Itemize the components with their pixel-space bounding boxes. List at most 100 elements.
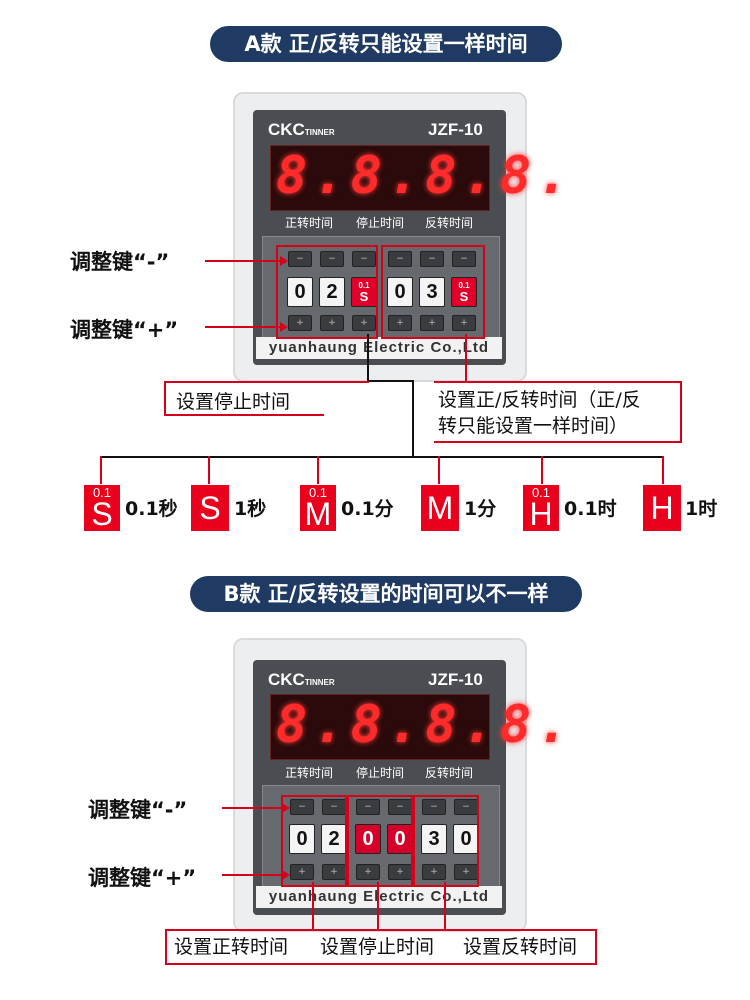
section-a-title: A款 正/反转只能设置一样时间 (210, 26, 562, 62)
plus-pointer-arrow (282, 870, 290, 880)
key-minus-label: 调整键“-” (88, 798, 188, 822)
forward-connector (312, 882, 314, 930)
minus-pointer-line (205, 260, 283, 262)
unit-label-1h: 1时 (685, 498, 718, 520)
reverse-connector (444, 882, 446, 930)
device-a-display (270, 145, 490, 211)
plus-button[interactable]: + (388, 864, 412, 880)
unit-bus-line (100, 456, 664, 458)
minus-pointer-line (222, 807, 284, 809)
device-b-display (270, 694, 490, 760)
plus-button[interactable]: + (388, 315, 412, 331)
device-b-label-stop: 停止时间 (356, 766, 405, 780)
minus-button[interactable]: − (290, 799, 314, 815)
minus-button[interactable]: − (454, 799, 478, 815)
digit-wheel[interactable]: 3 (419, 277, 445, 307)
stop-caption-connector (164, 381, 369, 383)
device-b-maker: yuanhaung Electric Co.,Ltd (256, 886, 502, 908)
digit-wheel[interactable]: 2 (321, 824, 347, 854)
reverse-time-highlight (413, 795, 479, 887)
minus-button[interactable]: − (452, 251, 476, 267)
caption-bar-right (595, 929, 597, 965)
device-a-digits: 8.8.8.8. (276, 146, 575, 206)
digit-wheel[interactable]: 2 (319, 277, 345, 307)
device-a-label-forward: 正转时间 (285, 216, 334, 230)
plus-button[interactable]: + (422, 864, 446, 880)
plus-button[interactable]: + (452, 315, 476, 331)
unit-drop-line (662, 456, 664, 484)
minus-button[interactable]: − (388, 251, 412, 267)
stop-time-highlight (276, 245, 378, 339)
device-b-model: JZF-10 (428, 670, 483, 689)
minus-button[interactable]: − (320, 251, 344, 267)
plus-button[interactable]: + (288, 315, 312, 331)
caption-bar-top (165, 929, 597, 931)
device-b-label-reverse: 反转时间 (425, 766, 474, 780)
digit-wheel[interactable]: 0 (355, 824, 381, 854)
device-a-label-stop: 停止时间 (356, 216, 405, 230)
caption-stop-time: 设置停止时间 (320, 936, 435, 958)
unit-drop-line (438, 456, 440, 484)
device-a-maker: yuanhaung Electric Co.,Ltd (256, 337, 502, 359)
digit-wheel[interactable]: 3 (421, 824, 447, 854)
minus-button[interactable]: − (288, 251, 312, 267)
device-a-brand: CKCTINNER (268, 120, 335, 139)
stop-caption-underline (164, 414, 324, 416)
unit-drop-line (541, 456, 543, 484)
plus-button[interactable]: + (320, 315, 344, 331)
minus-button[interactable]: − (420, 251, 444, 267)
plus-pointer-line (205, 326, 283, 328)
fr-connector (412, 380, 414, 456)
device-b-label-forward: 正转时间 (285, 766, 334, 780)
stop-connector (377, 882, 379, 930)
caption-fr-line1: 设置正/反转时间（正/反 (438, 389, 641, 411)
fr-caption-connector (434, 381, 682, 383)
fr-caption-connector (465, 334, 467, 382)
caption-stop-time: 设置停止时间 (176, 391, 291, 413)
unit-label-0-1s: 0.1秒 (125, 498, 178, 520)
digit-wheel[interactable]: 0 (387, 277, 413, 307)
stop-caption-bracket (164, 381, 166, 415)
forward-reverse-highlight (381, 245, 485, 339)
caption-forward-time: 设置正转时间 (174, 936, 289, 958)
unit-label-1s: 1秒 (234, 498, 267, 520)
unit-drop-line (208, 456, 210, 484)
section-b-title: B款 正/反转设置的时间可以不一样 (190, 576, 582, 612)
device-a-model: JZF-10 (428, 120, 483, 139)
device-a-label-reverse: 反转时间 (425, 216, 474, 230)
plus-pointer-line (222, 874, 284, 876)
unit-icon-1m: M (421, 485, 459, 531)
plus-button[interactable]: + (420, 315, 444, 331)
caption-fr-line2: 转只能设置一样时间） (438, 415, 629, 437)
digit-wheel[interactable]: 0 (289, 824, 315, 854)
unit-label-0-1h: 0.1时 (564, 498, 617, 520)
fr-caption-underline (434, 441, 682, 443)
minus-button[interactable]: − (422, 799, 446, 815)
device-b-brand: CKCTINNER (268, 670, 335, 689)
unit-drop-line (317, 456, 319, 484)
plus-button[interactable]: + (356, 864, 380, 880)
plus-button[interactable]: + (352, 315, 376, 331)
caption-reverse-time: 设置反转时间 (463, 936, 578, 958)
stop-time-highlight (347, 795, 413, 887)
plus-button[interactable]: + (290, 864, 314, 880)
key-plus-label: 调整键“+” (70, 318, 179, 342)
caption-bar-bottom (165, 963, 597, 965)
digit-wheel[interactable]: 0 (387, 824, 413, 854)
unit-icon-1s: S (191, 485, 229, 531)
minus-pointer-arrow (282, 803, 290, 813)
digit-wheel[interactable]: 0 (453, 824, 479, 854)
key-minus-label: 调整键“-” (70, 250, 170, 274)
unit-label-1m: 1分 (464, 498, 497, 520)
digit-wheel[interactable]: 0 (287, 277, 313, 307)
caption-bar-left (165, 929, 167, 965)
stop-connector (367, 380, 414, 382)
minus-button[interactable]: − (356, 799, 380, 815)
unit-drop-line (100, 456, 102, 484)
minus-button[interactable]: − (352, 251, 376, 267)
